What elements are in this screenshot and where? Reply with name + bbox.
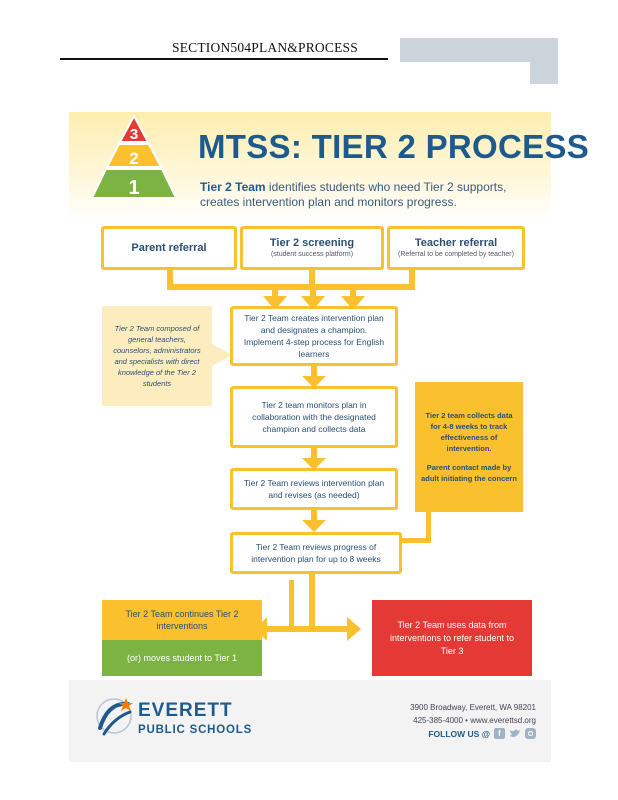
parent-contact-text: Parent contact made by adult initiating … xyxy=(421,463,517,483)
step-create-plan: Tier 2 Team creates intervention plan an… xyxy=(230,306,398,366)
tier-pyramid: 3 2 1 xyxy=(90,113,178,199)
team-composition-note: Tier 2 Team composed of general teachers… xyxy=(102,306,212,406)
move-tier1-box: (or) moves student to Tier 1 xyxy=(102,640,262,676)
step-review-revise-text: Tier 2 Team reviews intervention plan an… xyxy=(243,478,385,500)
step-review-progress-text: Tier 2 Team reviews progress of interven… xyxy=(251,542,381,564)
header-rule xyxy=(60,58,388,60)
step-monitor-plan-text: Tier 2 team monitors plan in collaborati… xyxy=(252,400,376,434)
teacher-referral-box: Teacher referral (Referral to be complet… xyxy=(387,226,525,270)
follow-us-label: FOLLOW US @ xyxy=(428,728,490,739)
step-create-plan-text: Tier 2 Team creates intervention plan an… xyxy=(243,313,385,359)
tier2-screening-sub: (student success platform) xyxy=(270,251,354,258)
pyramid-label-1: 1 xyxy=(128,177,139,199)
instagram-icon[interactable] xyxy=(525,728,536,739)
flow-connectors xyxy=(167,270,431,641)
data-collection-text: Tier 2 team collects data for 4-8 weeks … xyxy=(425,411,513,453)
pyramid-tier3 xyxy=(118,113,150,143)
step-review-revise: Tier 2 Team reviews intervention plan an… xyxy=(230,468,398,510)
refer-tier3-box: Tier 2 Team uses data from interventions… xyxy=(372,600,532,676)
header-gray-block-small xyxy=(530,62,558,84)
step-monitor-plan: Tier 2 team monitors plan in collaborati… xyxy=(230,386,398,448)
tier2-screening-title: Tier 2 screening xyxy=(269,237,355,249)
parent-referral-box: Parent referral xyxy=(101,226,237,270)
subtitle-strong: Tier 2 Team xyxy=(200,180,266,194)
pyramid-label-3: 3 xyxy=(130,126,138,143)
subtitle-rest: identifies students who need Tier 2 supp… xyxy=(200,180,507,209)
poster-footer xyxy=(69,680,551,762)
pyramid-tier2 xyxy=(105,143,163,168)
step-review-progress: Tier 2 Team reviews progress of interven… xyxy=(230,532,402,574)
team-composition-text: Tier 2 Team composed of general teachers… xyxy=(113,324,201,388)
parent-referral-title: Parent referral xyxy=(131,241,207,254)
continue-tier2-text: Tier 2 Team continues Tier 2 interventio… xyxy=(125,609,239,631)
footer-address: 3900 Broadway, Everett, WA 98201 xyxy=(410,703,536,712)
poster-subtitle: Tier 2 Team identifies students who need… xyxy=(200,180,530,210)
note-pointer xyxy=(212,344,232,366)
facebook-icon[interactable]: f xyxy=(494,728,505,739)
poster-title: MTSS: TIER 2 PROCESS xyxy=(198,128,590,165)
pyramid-label-2: 2 xyxy=(129,149,138,168)
data-collection-note: Tier 2 team collects data for 4-8 weeks … xyxy=(415,382,523,512)
move-tier1-text: (or) moves student to Tier 1 xyxy=(126,653,238,663)
teacher-referral-sub: (Referral to be completed by teacher) xyxy=(398,251,514,258)
page-header-title: SECTION504PLAN&PROCESS xyxy=(172,40,358,55)
pyramid-tier1 xyxy=(90,168,178,199)
logo-text-everett: EVERETT xyxy=(138,700,233,721)
header-gray-block xyxy=(400,38,558,62)
footer-contact: 425-385-4000 • www.everettsd.org xyxy=(413,716,536,725)
tier2-screening-box: Tier 2 screening (student success platfo… xyxy=(240,226,384,270)
follow-us-row: FOLLOW US @ f xyxy=(420,728,536,739)
everett-logo-icon xyxy=(96,698,133,736)
refer-tier3-text: Tier 2 Team uses data from interventions… xyxy=(389,619,515,656)
teacher-referral-title: Teacher referral xyxy=(414,237,498,249)
logo-text-public-schools: PUBLIC SCHOOLS xyxy=(138,724,253,736)
continue-tier2-box: Tier 2 Team continues Tier 2 interventio… xyxy=(102,600,262,640)
twitter-icon[interactable] xyxy=(509,728,521,739)
